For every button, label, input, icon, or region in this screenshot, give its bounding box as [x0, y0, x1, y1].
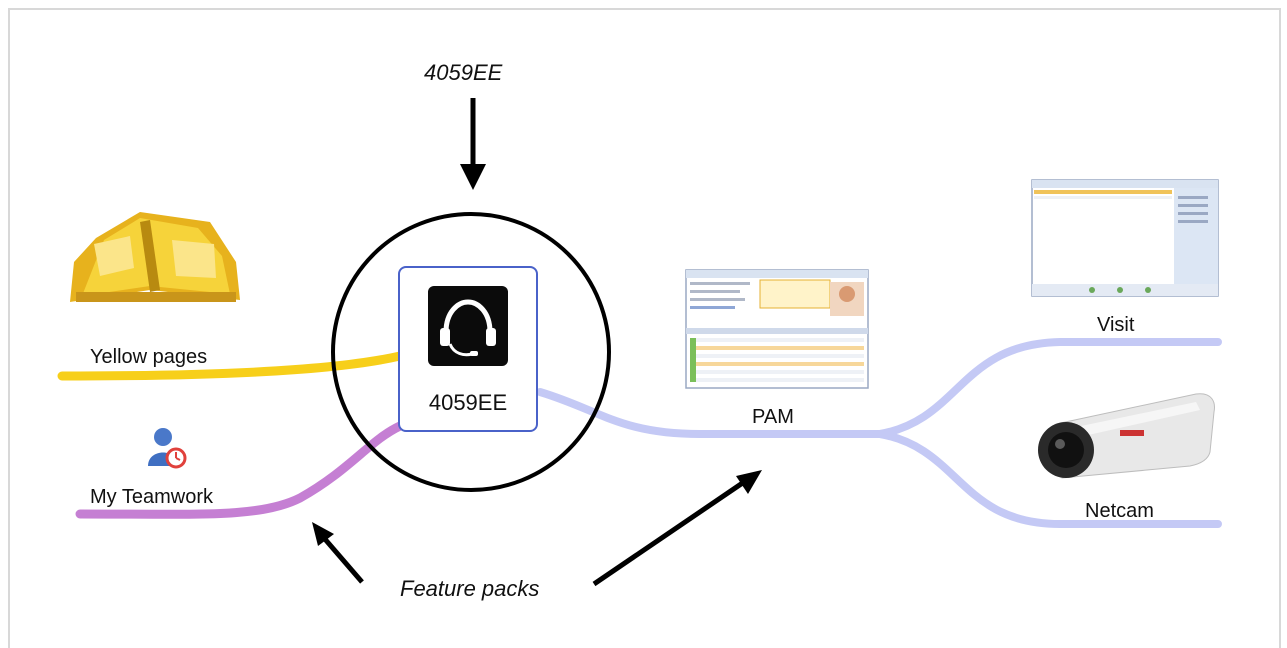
yellow-pages-branch-line [57, 351, 405, 381]
feature-pack-arrow-right [592, 470, 762, 587]
feature-packs-annotation: Feature packs [400, 576, 540, 601]
pam-branch-line [536, 388, 884, 438]
camera-icon [1038, 393, 1215, 479]
netcam-label[interactable]: Netcam [1085, 500, 1154, 522]
pam-label[interactable]: PAM [752, 406, 794, 428]
my-teamwork-label[interactable]: My Teamwork [90, 486, 213, 508]
feature-pack-arrow-left [312, 522, 364, 584]
teamwork-user-clock-icon [148, 428, 187, 469]
visit-screenshot [1031, 179, 1219, 297]
diagram-frame [8, 8, 1281, 648]
visit-label[interactable]: Visit [1097, 314, 1135, 336]
netcam-branch-line [876, 430, 1222, 528]
yellow-pages-label[interactable]: Yellow pages [90, 346, 208, 368]
top-annotation: 4059EE [424, 60, 503, 85]
center-node-label: 4059EE [428, 390, 508, 415]
highlight-circle [331, 212, 611, 492]
yellow-pages-book-icon [70, 212, 240, 302]
pam-screenshot [685, 269, 869, 389]
top-arrow [460, 98, 486, 190]
center-node[interactable]: 4059EE [398, 266, 538, 432]
visit-branch-line [876, 338, 1222, 438]
headset-icon [428, 286, 508, 366]
